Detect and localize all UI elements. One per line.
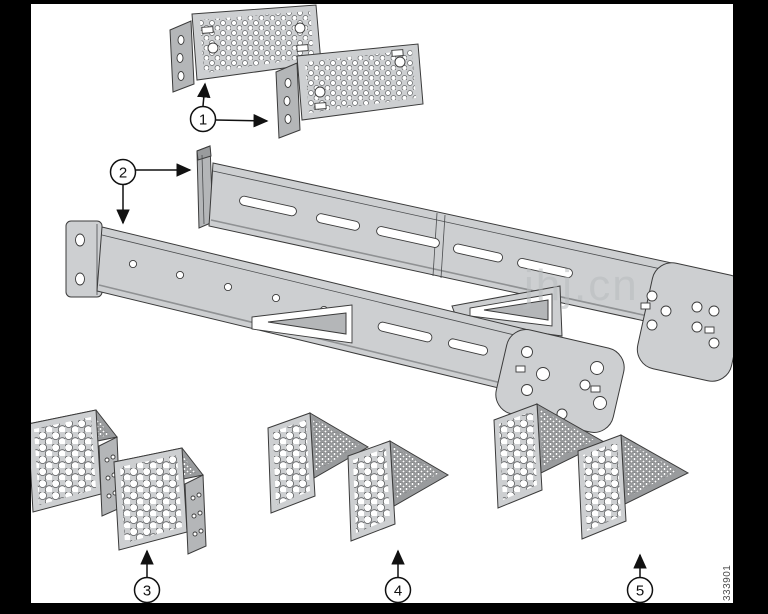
callout-4-label: 4 — [394, 583, 402, 600]
frame-bottom — [0, 603, 768, 614]
item3-bracket-left — [27, 409, 121, 517]
item4-bracket-pair — [267, 412, 449, 542]
frame-right — [733, 0, 768, 614]
item2-extension-rails — [65, 145, 748, 433]
callout-3: 3 — [133, 549, 161, 604]
callouts: 1 2 3 4 5 — [109, 82, 654, 604]
figure-number: 333901 — [722, 565, 733, 601]
callout-1-label: 1 — [199, 112, 207, 129]
callout-5: 5 — [626, 553, 654, 604]
item2-rail-lower — [65, 220, 625, 433]
frame-left — [0, 0, 31, 614]
callout-3-label: 3 — [143, 583, 151, 600]
item4-bracket-left — [267, 412, 369, 514]
item5-bracket-right — [577, 434, 690, 540]
item3-bracket-pair — [27, 409, 207, 555]
item1-bracket-left — [169, 4, 322, 93]
callout-1: 1 — [189, 82, 269, 133]
item5-bracket-pair — [493, 403, 690, 540]
callout-5-label: 5 — [636, 583, 644, 600]
item1-rack-ear-brackets — [169, 4, 424, 139]
item5-bracket-left — [493, 403, 606, 509]
callout-2: 2 — [109, 158, 192, 225]
frame-top — [0, 0, 768, 4]
item3-bracket-right — [113, 447, 207, 555]
callout-4: 4 — [384, 549, 412, 604]
item1-bracket-right — [275, 43, 424, 139]
callout-2-label: 2 — [119, 165, 127, 182]
item4-bracket-right — [347, 440, 449, 542]
watermark-text: jhj.cn — [522, 261, 639, 310]
